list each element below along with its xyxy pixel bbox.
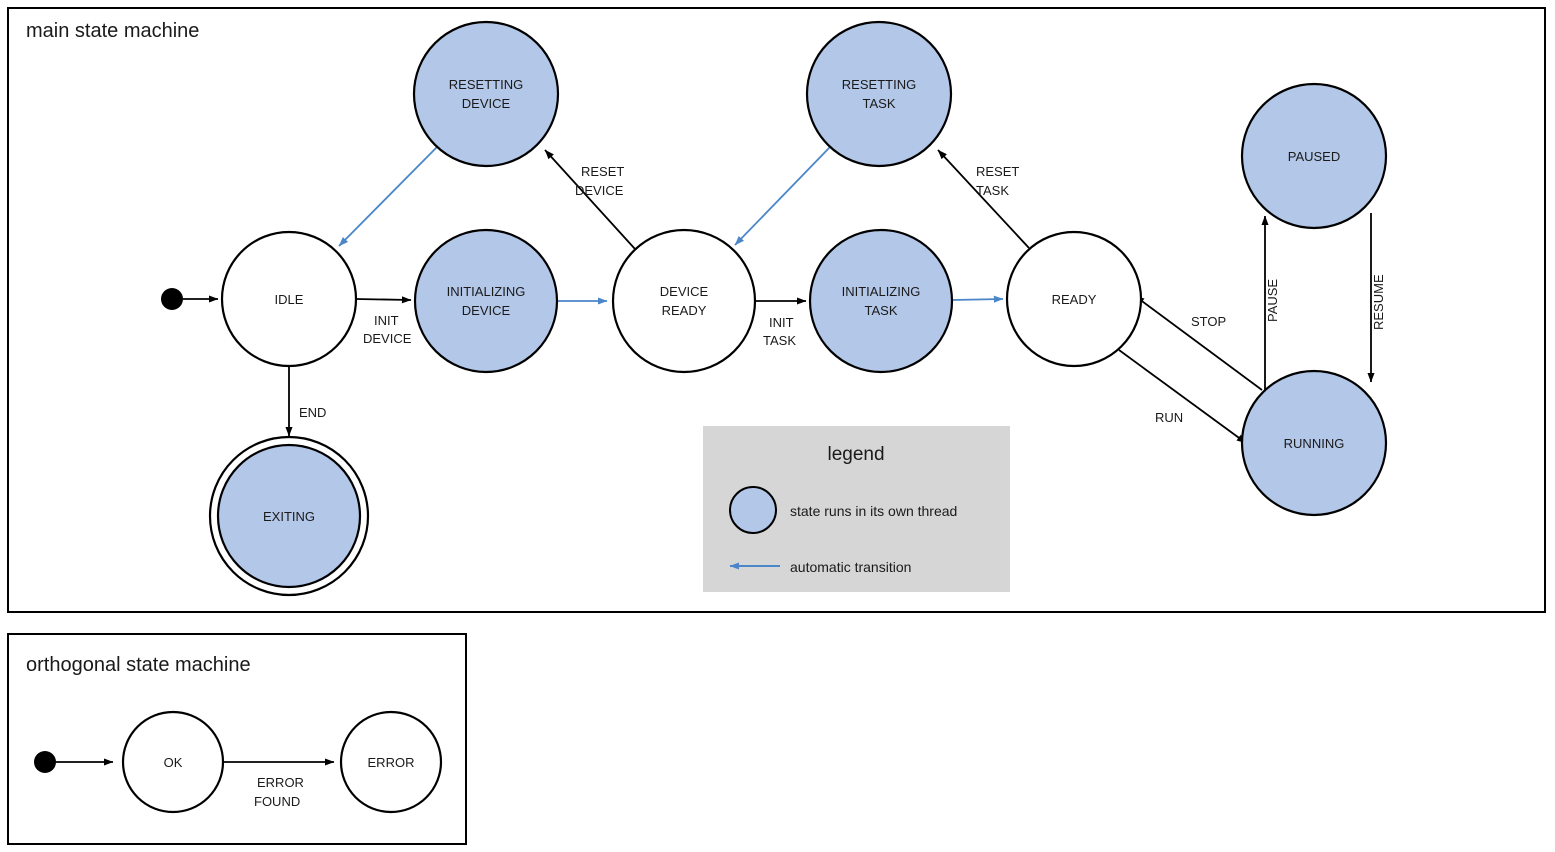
state-paused-shape[interactable] bbox=[1240, 82, 1388, 230]
transition-idle-to-initializing-device: INIT DEVICE bbox=[355, 296, 412, 346]
edge-label-error-found-line2: FOUND bbox=[254, 794, 300, 809]
edge-label-reset-task-line1: RESET bbox=[976, 164, 1019, 179]
state-idle-shape[interactable] bbox=[220, 230, 358, 368]
legend-thread-state-label: state runs in its own thread bbox=[790, 503, 957, 519]
main-frame-title: main state machine bbox=[26, 20, 199, 42]
state-initializing-task-label-line2: TASK bbox=[865, 303, 898, 318]
state-resetting-task-label-line1: RESETTING bbox=[842, 77, 916, 92]
state-initializing-task-shape[interactable] bbox=[808, 228, 954, 374]
transition-resetting-task-to-device-ready bbox=[734, 146, 831, 246]
state-initializing-device-label-line2: DEVICE bbox=[462, 303, 511, 318]
transition-device-ready-to-initializing-task: INIT TASK bbox=[755, 297, 807, 348]
state-ok-shape[interactable] bbox=[121, 710, 225, 814]
state-exiting-label: EXITING bbox=[263, 509, 315, 524]
orthogonal-states: OK ERROR bbox=[34, 710, 443, 814]
state-resetting-device[interactable]: RESETTING DEVICE bbox=[412, 20, 560, 168]
transition-paused-to-running: RESUME bbox=[1367, 213, 1386, 383]
state-ok[interactable]: OK bbox=[121, 710, 225, 814]
state-resetting-task-label-line2: TASK bbox=[863, 96, 896, 111]
state-paused-label: PAUSED bbox=[1288, 149, 1341, 164]
edge-label-reset-device-line2: DEVICE bbox=[575, 183, 624, 198]
legend: legend state runs in its own thread auto… bbox=[703, 426, 1010, 592]
transition-ready-to-running: RUN bbox=[1118, 349, 1247, 444]
legend-item-auto-transition: automatic transition bbox=[729, 559, 911, 575]
state-running[interactable]: RUNNING bbox=[1240, 369, 1388, 517]
edge-label-init-device-line1: INIT bbox=[374, 313, 399, 328]
initial-state-marker-main bbox=[161, 288, 183, 310]
edge-label-pause: PAUSE bbox=[1265, 279, 1280, 322]
edge-label-stop: STOP bbox=[1191, 314, 1226, 329]
edge-label-init-task-line1: INIT bbox=[769, 315, 794, 330]
state-exiting[interactable]: EXITING bbox=[208, 435, 370, 597]
orthogonal-frame-title: orthogonal state machine bbox=[26, 654, 251, 676]
transition-ok-to-error: ERROR FOUND bbox=[223, 758, 335, 809]
legend-thread-state-icon bbox=[729, 486, 777, 534]
edge-label-init-task-line2: TASK bbox=[763, 333, 796, 348]
state-resetting-task-shape[interactable] bbox=[805, 20, 953, 168]
state-ok-label: OK bbox=[164, 755, 183, 770]
state-initializing-task-label-line1: INITIALIZING bbox=[842, 284, 921, 299]
state-running-shape[interactable] bbox=[1240, 369, 1388, 517]
state-running-label: RUNNING bbox=[1284, 436, 1345, 451]
edge-label-reset-task-line2: TASK bbox=[976, 183, 1009, 198]
orthogonal-transitions: ERROR FOUND bbox=[56, 758, 335, 809]
state-initializing-device[interactable]: INITIALIZING DEVICE bbox=[413, 228, 559, 374]
state-device-ready[interactable]: DEVICE READY bbox=[611, 228, 757, 374]
transition-ready-to-resetting-task: RESET TASK bbox=[937, 149, 1030, 249]
state-initializing-task[interactable]: INITIALIZING TASK bbox=[808, 228, 954, 374]
edge-label-init-device-line2: DEVICE bbox=[363, 331, 412, 346]
state-resetting-device-label-line2: DEVICE bbox=[462, 96, 511, 111]
state-error[interactable]: ERROR bbox=[339, 710, 443, 814]
main-states: IDLE INITIALIZING DEVICE DEVICE READY IN… bbox=[161, 20, 1388, 597]
state-resetting-device-label-line1: RESETTING bbox=[449, 77, 523, 92]
legend-auto-transition-label: automatic transition bbox=[790, 559, 911, 575]
transition-idle-to-exiting: END bbox=[285, 366, 326, 437]
state-ready-shape[interactable] bbox=[1005, 230, 1143, 368]
state-error-label: ERROR bbox=[368, 755, 415, 770]
transition-running-to-paused: PAUSE bbox=[1261, 215, 1280, 390]
state-paused[interactable]: PAUSED bbox=[1240, 82, 1388, 230]
edge-label-resume: RESUME bbox=[1371, 274, 1386, 330]
transition-resetting-device-to-idle bbox=[338, 146, 438, 247]
edge-label-error-found-line1: ERROR bbox=[257, 775, 304, 790]
initial-state-marker-orthogonal bbox=[34, 751, 56, 773]
state-ready[interactable]: READY bbox=[1005, 230, 1143, 368]
transition-initializing-task-to-ready bbox=[951, 295, 1004, 303]
state-exiting-shape[interactable] bbox=[216, 443, 362, 589]
state-idle-label: IDLE bbox=[275, 292, 304, 307]
legend-item-thread-state: state runs in its own thread bbox=[729, 486, 957, 534]
transition-running-to-ready: STOP bbox=[1134, 295, 1263, 391]
state-initializing-device-shape[interactable] bbox=[413, 228, 559, 374]
edge-label-run: RUN bbox=[1155, 410, 1183, 425]
edge-label-reset-device-line1: RESET bbox=[581, 164, 624, 179]
state-resetting-task[interactable]: RESETTING TASK bbox=[805, 20, 953, 168]
state-ready-label: READY bbox=[1052, 292, 1097, 307]
legend-title: legend bbox=[827, 444, 884, 465]
state-idle[interactable]: IDLE bbox=[220, 230, 358, 368]
edge-label-end: END bbox=[299, 405, 326, 420]
state-device-ready-label-line1: DEVICE bbox=[660, 284, 709, 299]
transition-device-ready-to-resetting-device: RESET DEVICE bbox=[544, 149, 636, 250]
main-transitions: INIT DEVICE INIT TASK RESET DEVICE bbox=[183, 146, 1386, 444]
state-resetting-device-shape[interactable] bbox=[412, 20, 560, 168]
state-device-ready-shape[interactable] bbox=[611, 228, 757, 374]
state-device-ready-label-line2: READY bbox=[662, 303, 707, 318]
state-error-shape[interactable] bbox=[339, 710, 443, 814]
state-initializing-device-label-line1: INITIALIZING bbox=[447, 284, 526, 299]
